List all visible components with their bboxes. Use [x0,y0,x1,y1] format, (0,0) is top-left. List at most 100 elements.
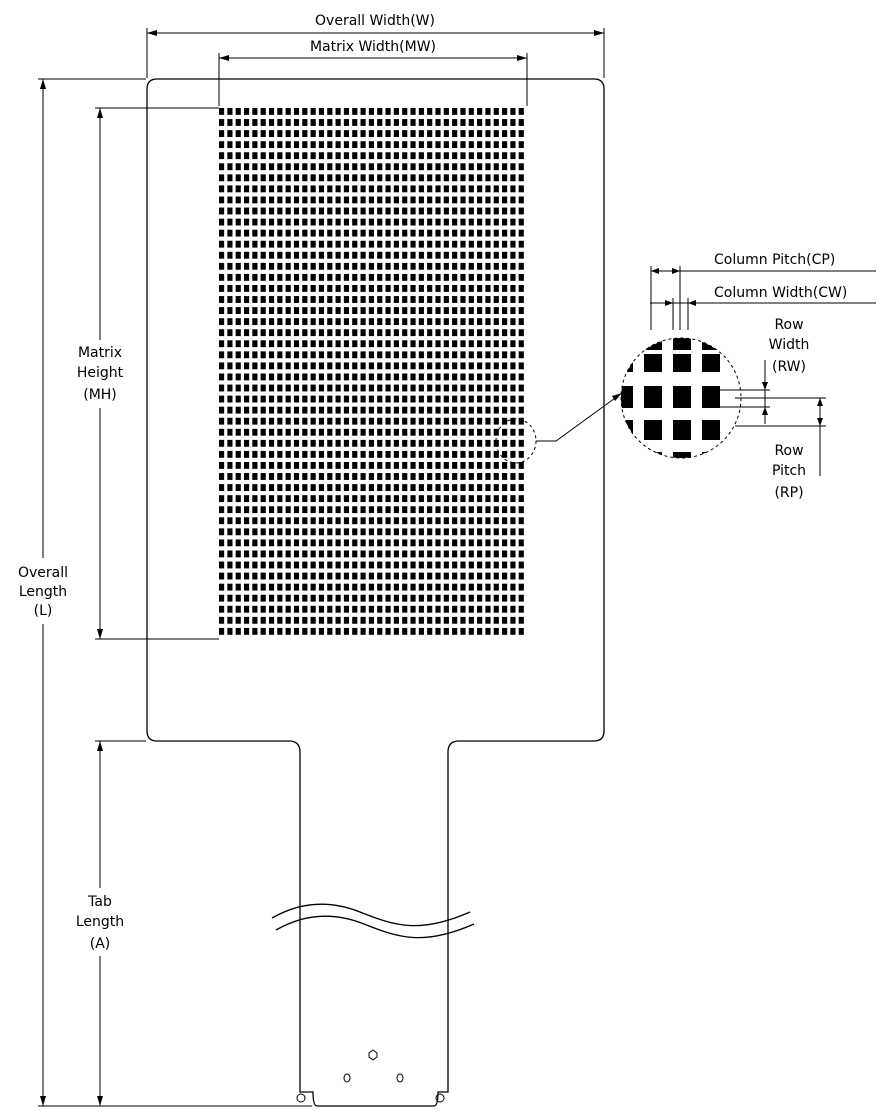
matrix-cell [360,229,366,237]
matrix-cell [402,318,408,326]
matrix-cell [293,462,300,469]
matrix-cell [510,583,516,591]
matrix-cell [235,517,241,525]
matrix-cell [510,130,516,137]
matrix-cell [385,108,391,115]
matrix-cell [343,207,350,215]
matrix-cell [285,329,291,337]
matrix-cell [485,262,491,270]
matrix-cell [393,218,399,226]
matrix-cell [302,484,308,491]
matrix-cell [418,174,424,182]
matrix-cell [377,417,383,425]
matrix-cell [243,340,250,348]
matrix-cell [302,318,308,326]
matrix-cell [468,583,474,591]
matrix-cell [352,495,358,503]
matrix-cell [360,627,366,635]
matrix-cell [360,439,366,447]
matrix-cell [252,462,258,469]
matrix-cell [368,406,374,414]
matrix-cell [219,550,225,558]
matrix-cell [360,539,366,547]
matrix-cell [285,373,291,381]
matrix-cell [452,130,458,137]
matrix-cell [477,251,483,259]
matrix-cell [268,395,275,403]
matrix-cell [393,462,399,469]
matrix-cell [368,462,374,469]
matrix-cell [435,539,441,547]
matrix-cell [477,395,483,403]
matrix-cell [252,318,258,326]
matrix-cell [219,251,225,259]
matrix-cell [335,351,341,359]
matrix-cell [460,229,466,237]
row-dimensions: Row Width (RW) Row Pitch (RP) [720,317,826,501]
matrix-cell [219,119,225,126]
matrix-cell [377,196,383,204]
matrix-cell [493,185,499,193]
matrix-cell [477,550,483,558]
matrix-cell [252,506,258,514]
matrix-cell [243,318,250,326]
matrix-cell [318,285,325,292]
matrix-cell [327,251,333,259]
matrix-cell [418,417,424,425]
matrix-cell [310,163,316,171]
matrix-cell [310,572,316,580]
matrix-cell [368,152,374,160]
matrix-cell [260,207,266,215]
matrix-cell [427,207,433,215]
matrix-cell [393,495,399,503]
matrix-cell [227,240,233,248]
matrix-cell [293,627,300,635]
matrix-cell [219,484,225,491]
matrix-cell [460,351,466,359]
matrix-cell [310,273,316,281]
matrix-cell [502,218,508,226]
matrix-cell [260,395,266,403]
matrix-cell [285,439,291,447]
matrix-cell [443,119,449,126]
matrix-cell [402,130,408,137]
matrix-cell [243,517,250,525]
matrix-cell [343,240,350,248]
matrix-cell [302,583,308,591]
matrix-cell [485,285,491,292]
matrix-cell [402,462,408,469]
matrix-cell [485,340,491,348]
matrix-cell [360,163,366,171]
matrix-cell [377,340,383,348]
matrix-cell [410,561,416,569]
matrix-cell [327,395,333,403]
matrix-cell [460,262,466,270]
matrix-cell [477,340,483,348]
matrix-cell [243,627,250,635]
matrix-cell [252,351,258,359]
matrix-cell [235,218,241,226]
matrix-cell [468,218,474,226]
matrix-cell [335,517,341,525]
matrix-cell [318,627,325,635]
matrix-cell [360,351,366,359]
matrix-cell [268,627,275,635]
matrix-cell [477,229,483,237]
matrix-cell [268,207,275,215]
matrix-cell [493,495,499,503]
matrix-cell [452,108,458,115]
matrix-cell [460,384,466,392]
matrix-cell [252,163,258,171]
matrix-cell [260,594,266,602]
matrix-cell [277,251,283,259]
matrix-cell [310,119,316,126]
matrix-cell [360,307,366,314]
matrix-cell [427,273,433,281]
matrix-cell [510,528,516,536]
matrix-cell [343,185,350,193]
matrix-cell [277,351,283,359]
matrix-cell [460,329,466,337]
matrix-cell [227,218,233,226]
overall-length-label-2: Length [19,584,67,600]
matrix-cell [285,119,291,126]
